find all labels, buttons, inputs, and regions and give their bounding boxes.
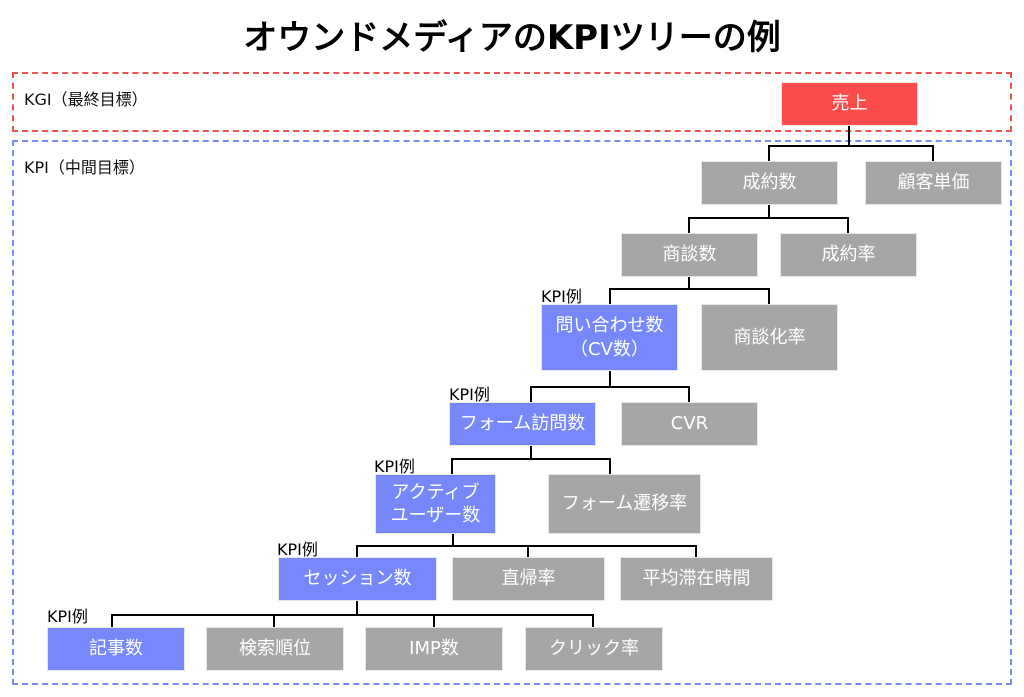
- node-sessions: セッション数: [278, 557, 437, 601]
- node-label: CVR: [670, 413, 709, 435]
- node-sales: 売上: [781, 82, 918, 126]
- connector-inquiries: [530, 371, 690, 402]
- node-label: 売上: [831, 93, 868, 115]
- node-label: フォーム遷移率: [561, 493, 688, 515]
- node-label: 記事数: [89, 638, 143, 660]
- node-label: フォーム訪問数: [459, 413, 586, 435]
- node-articles: 記事数: [47, 627, 185, 671]
- node-avg-time: 平均滞在時間: [620, 557, 773, 601]
- node-cvr: CVR: [621, 402, 758, 446]
- connector-negotiations: [609, 276, 770, 304]
- node-label: IMP数: [409, 638, 459, 660]
- node-active-users: アクティブ ユーザー数: [375, 474, 496, 534]
- node-label: 検索順位: [239, 638, 311, 660]
- node-impressions: IMP数: [365, 627, 503, 671]
- node-negotiations: 商談数: [621, 233, 758, 277]
- node-label: アクティブ ユーザー数: [390, 481, 481, 526]
- node-contracts: 成約数: [701, 161, 838, 205]
- node-search-rank: 検索順位: [206, 627, 344, 671]
- node-form-transition-rate: フォーム遷移率: [548, 474, 701, 534]
- connector-contracts: [688, 204, 849, 233]
- node-inquiries: 問い合わせ数 （CV数）: [541, 304, 678, 371]
- connector-sessions: [111, 600, 594, 627]
- node-label: 平均滞在時間: [642, 568, 751, 590]
- connector-form-visits: [451, 445, 611, 474]
- kpi-example-label: KPI例: [449, 385, 490, 404]
- node-label: 商談数: [662, 244, 717, 266]
- connector-sales: [768, 126, 934, 161]
- node-negotiation-rate: 商談化率: [701, 304, 838, 371]
- node-form-visits: フォーム訪問数: [449, 402, 596, 446]
- node-label: 顧客単価: [897, 172, 970, 194]
- kpi-example-label: KPI例: [374, 457, 415, 476]
- kgi-zone: [12, 72, 1012, 132]
- kpi-zone: [12, 140, 1012, 685]
- node-contract-rate: 成約率: [780, 233, 917, 277]
- page-title: オウンドメディアのKPIツリーの例: [243, 18, 781, 58]
- kpi-zone-label: KPI（中間目標）: [24, 158, 145, 177]
- node-label: 商談化率: [733, 326, 806, 348]
- node-ctr: クリック率: [525, 627, 663, 671]
- node-label: セッション数: [303, 568, 412, 590]
- kpi-example-label: KPI例: [541, 287, 582, 306]
- kpi-example-label: KPI例: [47, 607, 88, 626]
- kpi-example-label: KPI例: [277, 540, 318, 559]
- node-label: 直帰率: [501, 568, 556, 590]
- kgi-zone-label: KGI（最終目標）: [24, 90, 148, 109]
- node-bounce-rate: 直帰率: [452, 557, 605, 601]
- node-label: 成約数: [742, 172, 797, 194]
- connector-active-users: [356, 533, 697, 557]
- node-label: 成約率: [821, 244, 876, 266]
- node-unit-price: 顧客単価: [865, 161, 1002, 205]
- node-label: クリック率: [549, 638, 639, 660]
- node-label: 問い合わせ数 （CV数）: [555, 315, 664, 360]
